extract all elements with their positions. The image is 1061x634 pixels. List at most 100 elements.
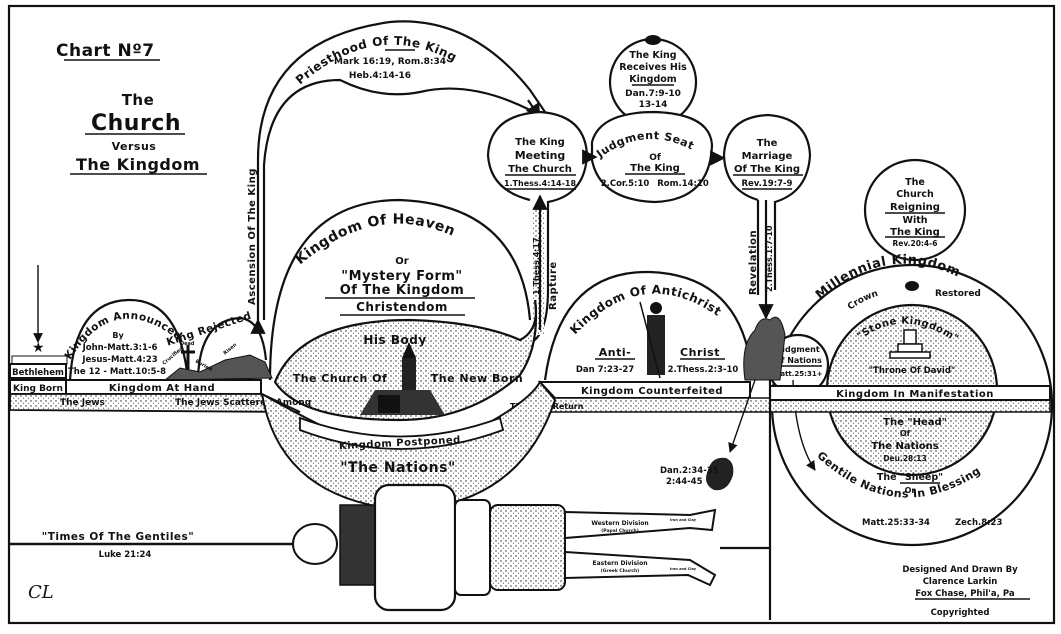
- svg-text:Dan 7:23-27: Dan 7:23-27: [576, 365, 634, 375]
- svg-text:Zech.8:23: Zech.8:23: [955, 518, 1002, 528]
- ascension-label: Ascension Of The King: [247, 168, 258, 305]
- church-building-icon: [360, 342, 445, 415]
- statue-head-icon: [292, 523, 338, 565]
- priesthood-ref1: Mark 16:19, Rom.8:34: [334, 57, 446, 67]
- chart-number: Chart Nº7: [56, 41, 155, 61]
- king-receives-kingdom-circle: The King Receives His Kingdom Dan.7:9-10…: [608, 35, 698, 127]
- svg-text:Restored: Restored: [935, 289, 981, 299]
- gentiles-line: "Times Of The Gentiles" Luke 21:24: [10, 531, 770, 560]
- svg-text:2:44-45: 2:44-45: [666, 477, 703, 487]
- title-the: The: [122, 91, 155, 109]
- svg-text:Rom.14:10: Rom.14:10: [657, 179, 709, 189]
- title-versus: Versus: [112, 140, 157, 153]
- svg-text:Iron and Clay: Iron and Clay: [670, 518, 697, 522]
- svg-text:Marriage: Marriage: [742, 151, 793, 162]
- svg-text:(Greek Church): (Greek Church): [601, 568, 640, 574]
- eastern-division-label: Eastern Division: [592, 560, 647, 567]
- title-kingdom: The Kingdom: [76, 155, 200, 174]
- statue-image: Western Division (Papal Church) Eastern …: [292, 483, 717, 612]
- svg-text:The King: The King: [890, 227, 940, 238]
- svg-text:Rev.20:4-6: Rev.20:4-6: [893, 239, 938, 248]
- twelve-ref: The 12 - Matt.10:5-8: [68, 367, 166, 377]
- throne-icon: [889, 329, 931, 359]
- svg-text:The King: The King: [515, 137, 565, 148]
- svg-text:The Church: The Church: [508, 164, 572, 175]
- svg-text:Of: Of: [649, 153, 661, 163]
- svg-text:Kingdom: Kingdom: [629, 74, 677, 85]
- stone-icon: [706, 457, 734, 491]
- svg-text:(Papal Church): (Papal Church): [601, 528, 639, 534]
- the-jews-label: The Jews: [60, 398, 105, 408]
- svg-text:2.Thess.2:3-10: 2.Thess.2:3-10: [668, 365, 739, 375]
- svg-text:The Church Of: The Church Of: [293, 372, 388, 385]
- svg-text:The "Head": The "Head": [883, 417, 947, 428]
- revelation-column: Revelation 2.Thess.1:7-10: [748, 200, 774, 320]
- priesthood-ref2: Heb.4:14-16: [349, 71, 411, 81]
- svg-text:Of The Kingdom: Of The Kingdom: [340, 283, 465, 298]
- chart-title: Chart Nº7 The Church Versus The Kingdom: [56, 41, 207, 175]
- svg-text:Church: Church: [896, 189, 934, 200]
- svg-text:Kingdom Of Antichrist: Kingdom Of Antichrist: [567, 283, 724, 337]
- crown-icon: [905, 281, 919, 291]
- revelation-label: Revelation: [748, 230, 759, 295]
- svg-text:Iron and Clay: Iron and Clay: [670, 567, 697, 571]
- svg-text:Christ: Christ: [680, 346, 720, 359]
- svg-text:His Body: His Body: [363, 333, 426, 347]
- kingdom-at-hand-label: Kingdom At Hand: [109, 383, 215, 394]
- svg-text:13-14: 13-14: [639, 100, 668, 110]
- svg-text:Matt.25:31+: Matt.25:31+: [773, 370, 822, 378]
- his-body-region: His Body The Church Of The New Born: [273, 299, 538, 422]
- svg-text:"Mystery Form": "Mystery Form": [341, 269, 462, 284]
- svg-text:Designed And Drawn By: Designed And Drawn By: [902, 565, 1018, 575]
- svg-text:With: With: [902, 215, 927, 226]
- bethlehem-village-icon: [11, 355, 68, 365]
- mount-olives-icon: [743, 316, 786, 381]
- svg-text:Crucified: Crucified: [161, 346, 184, 367]
- rapture-ref: 1.Thess.4:17: [532, 237, 541, 295]
- church-reigning-circle: The Church Reigning With The King Rev.20…: [863, 158, 967, 262]
- credits: CL Designed And Drawn By Clarence Larkin…: [28, 565, 1030, 618]
- nations-bowl: Kingdom Postponed "The Nations": [260, 380, 557, 512]
- svg-text:By: By: [112, 331, 124, 340]
- antichrist-figure-icon: [639, 301, 665, 379]
- svg-text:The: The: [757, 138, 778, 149]
- svg-text:Anti-: Anti-: [599, 346, 631, 359]
- svg-text:Or: Or: [395, 256, 409, 267]
- svg-text:Deu.28:13: Deu.28:13: [883, 454, 926, 463]
- svg-text:The: The: [905, 177, 925, 188]
- kingdom-manifestation-label: Kingdom In Manifestation: [836, 389, 994, 400]
- svg-text:Kingdom Of Heaven: Kingdom Of Heaven: [292, 212, 457, 268]
- star-icon: ★: [32, 339, 45, 355]
- king-born-label: King Born: [13, 384, 63, 394]
- the-nations-label: "The Nations": [340, 460, 456, 476]
- revelation-ref: 2.Thess.1:7-10: [765, 225, 774, 292]
- judgment-seat-oval: Judgment Seat Of The King 2.Cor.5:10 Rom…: [582, 110, 726, 204]
- jews-scattered-label: The Jews Scattered Among: [175, 398, 311, 408]
- svg-text:Christendom: Christendom: [356, 300, 448, 314]
- svg-text:Judgment: Judgment: [775, 345, 820, 354]
- svg-text:Receives His: Receives His: [619, 62, 687, 73]
- cross-icon: [181, 345, 195, 370]
- svg-text:Matt.25:33-34: Matt.25:33-34: [862, 518, 930, 528]
- svg-text:The New Born: The New Born: [431, 372, 523, 385]
- rapture-label: Rapture: [548, 261, 559, 310]
- svg-text:The King: The King: [630, 163, 680, 174]
- jesus-ref: Jesus-Matt.4:23: [81, 355, 157, 365]
- svg-text:Reigning: Reigning: [890, 202, 940, 213]
- svg-text:The "Sheep": The "Sheep": [877, 472, 943, 483]
- svg-text:Meeting: Meeting: [515, 149, 566, 162]
- svg-text:Of: Of: [900, 429, 911, 438]
- svg-text:"Throne Of David": "Throne Of David": [869, 366, 956, 376]
- bethlehem-label: Bethlehem: [12, 368, 64, 378]
- svg-text:Dead: Dead: [180, 341, 195, 347]
- svg-text:1.Thess.4:14-18: 1.Thess.4:14-18: [504, 179, 577, 188]
- svg-text:The King: The King: [629, 50, 676, 61]
- monogram: CL: [28, 582, 54, 603]
- chart-border: [7, 4, 1056, 625]
- svg-text:Copyrighted: Copyrighted: [931, 608, 990, 618]
- gentiles-ref: Luke 21:24: [99, 550, 152, 560]
- svg-text:Fox Chase, Phil'a, Pa: Fox Chase, Phil'a, Pa: [915, 589, 1014, 599]
- svg-text:Clarence Larkin: Clarence Larkin: [923, 577, 998, 587]
- svg-text:Dan.2:34-35: Dan.2:34-35: [660, 466, 719, 476]
